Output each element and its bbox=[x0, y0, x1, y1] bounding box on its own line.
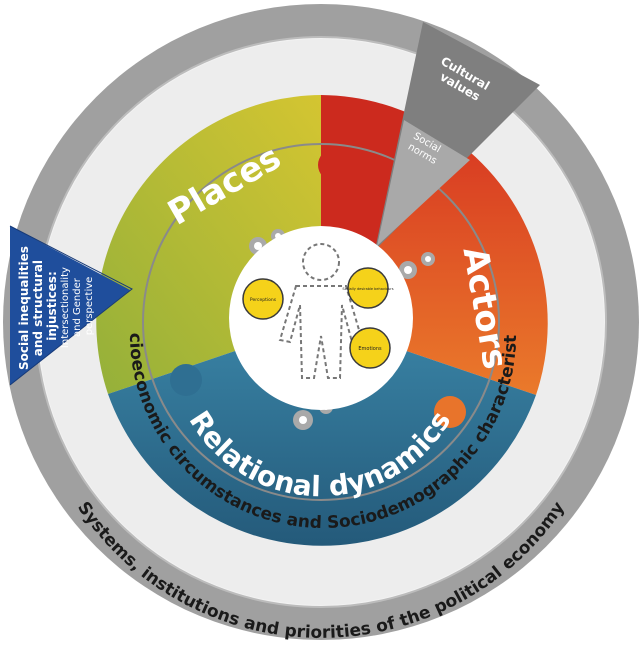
ineq-sub-2: and Gender bbox=[72, 277, 83, 337]
inequalities-text: Social inequalities and structural injus… bbox=[17, 242, 95, 370]
social-norms-wedge bbox=[377, 120, 470, 246]
ineq-sub-3: perspective bbox=[84, 277, 95, 336]
social-norms-label: Social norms bbox=[405, 131, 445, 167]
ineq-title-2: and structural bbox=[31, 260, 45, 356]
bubble-emotions-text: Emotions bbox=[358, 346, 382, 352]
gear-icon-right bbox=[399, 252, 435, 279]
ineq-sub-1: Intersectionality bbox=[60, 267, 71, 348]
bubble-emotions: Emotions bbox=[349, 327, 391, 369]
inequalities-wedge: Social inequalities and structural injus… bbox=[9, 225, 133, 386]
svg-text:Intersectionality and: Intersectionality and Gender perspective bbox=[60, 264, 95, 348]
bubble-desirable-text: Socially desirable behaviours bbox=[342, 287, 393, 291]
ineq-title-3: injustices: bbox=[45, 271, 59, 341]
inequalities-pointer bbox=[9, 225, 133, 386]
puzzle-knob-left bbox=[170, 364, 202, 396]
svg-text:Social inequalities an: Social inequalities and structural injus… bbox=[17, 242, 59, 370]
bubble-desirable: Socially desirable behaviours bbox=[342, 267, 394, 309]
puzzle-knob-right bbox=[434, 396, 466, 428]
bubble-perceptions-text: Perceptions bbox=[250, 297, 277, 303]
ineq-title-1: Social inequalities bbox=[17, 246, 31, 370]
sector-relational bbox=[108, 322, 536, 546]
inner-guide-circle bbox=[142, 143, 500, 501]
bubble-perceptions: Perceptions bbox=[242, 278, 284, 320]
inequalities-shape bbox=[10, 226, 130, 385]
puzzle-knob-top bbox=[318, 149, 350, 181]
cultural-wedge: Cultural values Social norms bbox=[375, 22, 540, 250]
